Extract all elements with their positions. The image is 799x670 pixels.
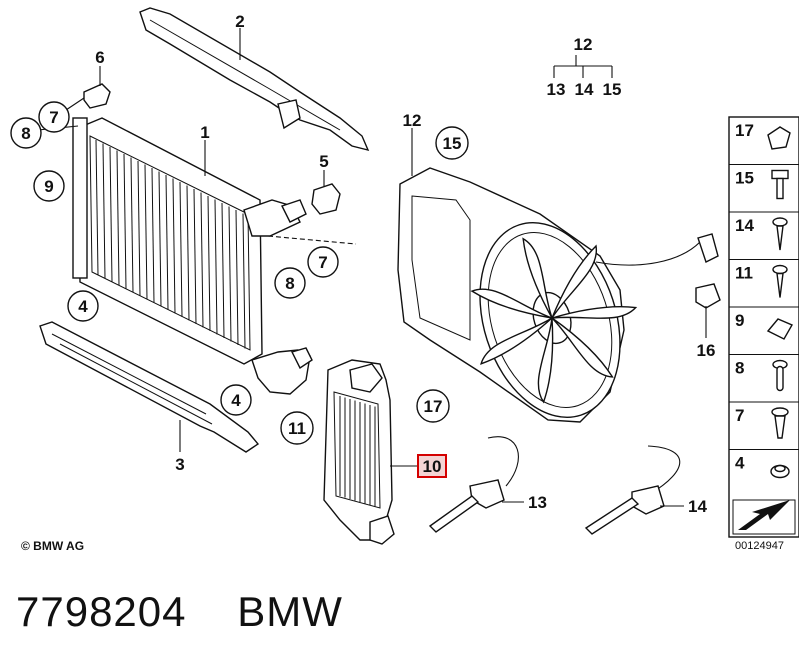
bolt-icon xyxy=(771,169,789,200)
clip-part-16 xyxy=(695,283,721,309)
callout-4-left: 4 xyxy=(67,290,99,322)
legend-number: 9 xyxy=(735,311,744,330)
footer-caption: 7798204 BMW xyxy=(16,588,343,636)
label-16: 16 xyxy=(697,341,716,360)
callout-17: 17 xyxy=(416,389,450,423)
callout-15: 15 xyxy=(435,126,469,160)
cable-tie-part-14 xyxy=(584,445,681,535)
svg-text:11: 11 xyxy=(288,419,306,438)
svg-text:8: 8 xyxy=(21,124,30,143)
legend-row-11: 11 xyxy=(729,259,799,298)
svg-text:17: 17 xyxy=(424,397,443,416)
lower-bracket-part xyxy=(39,321,260,453)
svg-text:15: 15 xyxy=(443,134,462,153)
corner-arrow-icon xyxy=(732,499,796,535)
legend-number: 14 xyxy=(735,216,754,235)
legend-row-17: 17 xyxy=(735,121,791,150)
svg-text:4: 4 xyxy=(78,297,88,316)
radiator-part xyxy=(72,117,313,395)
svg-text:10: 10 xyxy=(423,457,442,476)
copyright-notice: © BMW AG xyxy=(21,539,85,553)
fastener-legend: 17 15 14 11 9 8 7 4 xyxy=(728,116,799,538)
label-1: 1 xyxy=(200,123,209,142)
svg-text:9: 9 xyxy=(44,177,53,196)
intercooler-part xyxy=(323,359,395,545)
diagram-reference-code: 00124947 xyxy=(735,540,784,552)
callout-9: 9 xyxy=(33,170,65,202)
label-12-fan: 12 xyxy=(403,111,422,130)
label-2: 2 xyxy=(235,12,244,31)
expanding-rivet-icon xyxy=(771,407,789,439)
legend-number: 8 xyxy=(735,359,744,378)
svg-text:8: 8 xyxy=(285,274,294,293)
label-13-group: 13 xyxy=(547,80,566,99)
legend-row-4: 4 xyxy=(729,449,799,479)
label-14: 14 xyxy=(688,497,707,516)
legend-row-14: 14 xyxy=(729,211,799,251)
mount-part-6 xyxy=(83,83,111,109)
legend-number: 11 xyxy=(735,264,753,283)
legend-number: 17 xyxy=(735,121,754,140)
fan-shroud-part xyxy=(397,167,719,423)
legend-row-7: 7 xyxy=(729,401,799,439)
screw-icon xyxy=(772,264,788,298)
label-6: 6 xyxy=(95,48,104,67)
highlight-label-10: 10 xyxy=(417,454,447,478)
upper-bracket-part xyxy=(139,7,370,152)
label-5: 5 xyxy=(319,152,328,171)
label-14-group: 14 xyxy=(575,80,594,99)
legend-number: 7 xyxy=(735,406,744,425)
screw-icon xyxy=(772,217,788,251)
svg-text:7: 7 xyxy=(318,253,327,272)
legend-row-9: 9 xyxy=(729,306,799,340)
grommet-icon xyxy=(770,464,790,479)
svg-text:4: 4 xyxy=(231,391,241,410)
label-12-group: 12 xyxy=(574,35,593,54)
callout-8-top: 8 xyxy=(10,117,42,149)
legend-number: 4 xyxy=(735,454,745,473)
spring-clip-icon xyxy=(766,318,793,340)
callout-8-mid: 8 xyxy=(274,267,306,299)
pin-icon xyxy=(772,359,788,392)
label-15-group: 15 xyxy=(603,80,622,99)
cable-tie-part-13 xyxy=(428,436,519,533)
legend-number: 15 xyxy=(735,169,754,188)
callout-7-mid: 7 xyxy=(307,246,339,278)
legend-row-15: 15 xyxy=(729,164,799,200)
callout-4-right: 4 xyxy=(220,384,252,416)
legend-row-8: 8 xyxy=(729,354,799,392)
leader-lines xyxy=(37,28,707,507)
part-number: 7798204 xyxy=(16,588,187,635)
callout-7-top: 7 xyxy=(38,101,70,133)
svg-text:7: 7 xyxy=(49,108,58,127)
label-3: 3 xyxy=(175,455,184,474)
callout-11: 11 xyxy=(280,411,314,445)
mount-part-5 xyxy=(311,183,341,215)
clip-icon xyxy=(767,126,791,150)
label-13: 13 xyxy=(528,493,547,512)
brand-name: BMW xyxy=(237,588,343,635)
